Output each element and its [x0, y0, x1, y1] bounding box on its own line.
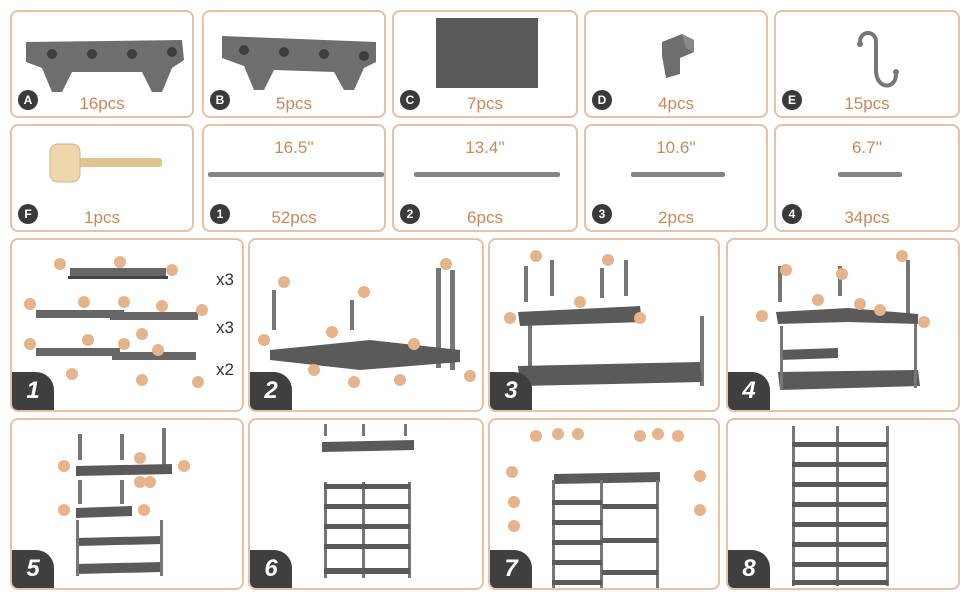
frame-assembly-illustration [504, 250, 704, 390]
shelf-tier-illustration [24, 256, 208, 388]
multiplier-label: x2 [216, 360, 234, 379]
part-letter-badge: D [592, 90, 612, 110]
step-7-cell: 7 [488, 418, 720, 590]
beam-connector-a-icon [26, 40, 184, 92]
part-letter-badge: A [18, 90, 38, 110]
step-number-tab: 3 [490, 372, 532, 410]
part-letter-badge: F [18, 204, 38, 224]
rod-1-cell: 16.5'' 1 52pcs [202, 124, 386, 232]
frame-assembly-illustration [506, 428, 706, 588]
rod-quantity: 52pcs [271, 208, 317, 227]
rod-length: 16.5'' [274, 138, 314, 157]
frame-assembly-illustration [58, 428, 190, 576]
part-e-cell: E 15pcs [774, 10, 960, 118]
part-quantity: 5pcs [276, 94, 312, 113]
part-quantity: 4pcs [658, 94, 694, 113]
part-b-cell: B 5pcs [202, 10, 386, 118]
rod-icon [208, 172, 384, 177]
rod-icon [414, 172, 560, 177]
rod-length: 6.7'' [851, 138, 883, 157]
step-number-tab: 2 [250, 372, 292, 410]
step-5-cell: 5 [10, 418, 244, 590]
rod-length: 10.6'' [656, 138, 696, 157]
part-letter-badge: B [210, 90, 230, 110]
part-f-cell: F 1pcs [10, 124, 194, 232]
rod-number-badge: 4 [782, 204, 802, 224]
rod-number-badge: 1 [210, 204, 230, 224]
step-2-cell: 2 [248, 238, 484, 412]
step-number-tab: 7 [490, 550, 532, 588]
mallet-icon [49, 143, 162, 183]
rod-length: 13.4'' [465, 138, 505, 157]
part-quantity: 16pcs [79, 94, 125, 113]
rod-number-badge: 3 [592, 204, 612, 224]
step-number-tab: 4 [728, 372, 770, 410]
fabric-panel-icon [436, 18, 538, 88]
frame-assembly-illustration [322, 424, 414, 578]
rod-number-badge: 2 [400, 204, 420, 224]
frame-assembly-illustration [756, 250, 930, 390]
s-hook-icon [857, 31, 899, 88]
step-6-cell: 6 [248, 418, 484, 590]
step-number-tab: 6 [250, 550, 292, 588]
part-a-cell: A 16pcs [10, 10, 194, 118]
step-4-cell: 4 [726, 238, 960, 412]
part-d-cell: D 4pcs [584, 10, 768, 118]
step-number-tab: 1 [12, 372, 54, 410]
step-8-cell: 8 [726, 418, 960, 590]
rod-3-cell: 10.6'' 3 2pcs [584, 124, 768, 232]
finished-rack-illustration [792, 426, 889, 586]
rod-4-cell: 6.7'' 4 34pcs [774, 124, 960, 232]
rod-quantity: 34pcs [844, 208, 890, 227]
step-number-tab: 8 [728, 550, 770, 588]
corner-cap-icon [662, 34, 694, 78]
part-quantity: 7pcs [467, 94, 503, 113]
step-3-cell: 3 [488, 238, 720, 412]
multiplier-label: x3 [216, 318, 234, 337]
beam-connector-b-icon [222, 36, 376, 90]
rod-icon [838, 172, 902, 177]
part-letter-badge: E [782, 90, 802, 110]
part-c-cell: C 7pcs [392, 10, 578, 118]
part-quantity: 15pcs [844, 94, 890, 113]
multiplier-label: x3 [216, 270, 234, 289]
rod-quantity: 2pcs [658, 208, 694, 227]
part-letter-badge: C [400, 90, 420, 110]
part-quantity: 1pcs [84, 208, 120, 227]
step-number-tab: 5 [12, 550, 54, 588]
rod-icon [631, 172, 725, 177]
rod-quantity: 6pcs [467, 208, 503, 227]
rod-2-cell: 13.4'' 2 6pcs [392, 124, 578, 232]
step-1-cell: x3 x3 x2 1 [10, 238, 244, 412]
frame-assembly-illustration [258, 258, 476, 388]
